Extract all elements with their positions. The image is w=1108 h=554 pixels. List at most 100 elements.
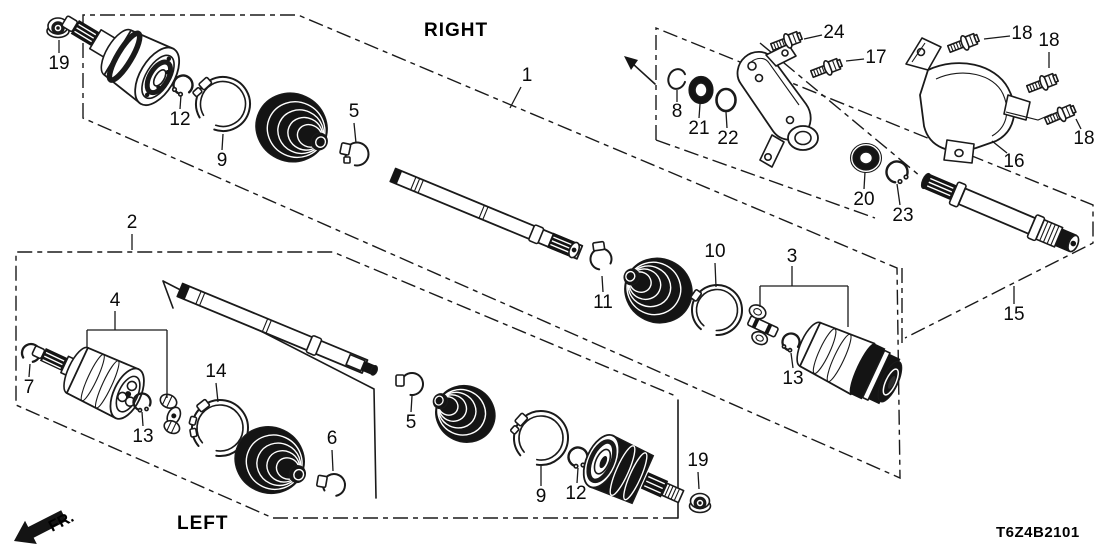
callout-leader-5	[353, 122, 357, 144]
callout-leader-12	[576, 467, 579, 484]
callout-leader-14	[215, 382, 219, 403]
callout-leader-22	[725, 111, 728, 129]
callout-leader-20	[863, 171, 866, 190]
drive-shaft-right	[389, 167, 584, 260]
boot-clamp-right-5	[339, 141, 370, 167]
snap-ring-8	[667, 68, 687, 90]
outer-cv-joint-left	[582, 434, 685, 505]
left-assembly-box	[15, 251, 679, 519]
fr-direction-arrow	[14, 510, 67, 544]
inboard-boot-right	[623, 257, 693, 324]
outboard-boot-right	[255, 92, 328, 163]
snap-ring-left-13	[132, 392, 152, 413]
left-side-label: LEFT	[177, 513, 229, 534]
heat-shield-bracket-16	[905, 37, 1031, 164]
fr-direction-label: FR.	[46, 509, 77, 536]
callout-7: 7	[23, 377, 35, 398]
callout-20: 20	[853, 189, 875, 210]
oil-seal-21	[688, 75, 714, 105]
boot-band-right-10	[690, 284, 743, 336]
mount-bracket	[736, 43, 819, 168]
callout-8: 8	[671, 101, 683, 122]
boot-clamp-left-6	[316, 473, 346, 497]
tripod-spider-right	[747, 304, 779, 346]
callout-1: 1	[521, 65, 533, 86]
callout-leader-23	[896, 183, 901, 206]
boot-band-right-9	[192, 76, 251, 132]
callout-22: 22	[717, 128, 739, 149]
outboard-boot-left	[432, 384, 496, 443]
boot-clamp-left-5	[395, 372, 424, 396]
drive-shaft-left	[176, 282, 378, 376]
assembly-arrow	[624, 56, 656, 85]
callout-18-3: 18	[1073, 128, 1095, 149]
callout-leader-9	[221, 133, 224, 151]
callout-14: 14	[205, 361, 227, 382]
callout-6: 6	[326, 428, 338, 449]
callout-leader-21	[698, 103, 701, 119]
callout-5: 5	[348, 101, 360, 122]
callout-10: 10	[704, 241, 726, 262]
callout-9-2: 9	[535, 486, 547, 507]
bolt-17	[808, 55, 845, 82]
callout-leader-19	[697, 471, 700, 490]
callout-11: 11	[593, 292, 613, 313]
inner-joint-housing-right	[796, 321, 903, 405]
outer-cv-joint-right	[61, 15, 181, 106]
callout-24: 24	[823, 22, 845, 43]
callout-leader-18	[983, 35, 1011, 40]
callout-leader-6	[331, 449, 334, 472]
bracket-box-bottom-edge	[655, 139, 876, 219]
bolt-18-b	[1024, 70, 1061, 97]
bolt-18-a	[945, 30, 982, 57]
callout-leader-18	[1075, 118, 1082, 130]
callout-2: 2	[126, 212, 138, 233]
bolt-alignment-line	[759, 42, 921, 177]
callout-leader-17	[845, 58, 865, 62]
callout-leader-13	[141, 411, 144, 427]
tripod-spider-left	[159, 393, 182, 435]
callout-19-2: 19	[687, 450, 709, 471]
oil-seal-20	[849, 142, 883, 174]
bracket-box-left-edge	[655, 26, 1094, 339]
callout-leader-24	[803, 34, 823, 40]
callout-leader-7	[28, 363, 31, 378]
right-side-label: RIGHT	[424, 20, 489, 41]
callout-5-2: 5	[405, 412, 417, 433]
circlip-23	[885, 160, 909, 185]
callout-19: 19	[48, 53, 70, 74]
bolt-18-c	[1042, 101, 1079, 129]
callout-15: 15	[1003, 304, 1025, 325]
callout-leaders	[28, 34, 1082, 490]
o-ring-22	[715, 87, 737, 113]
boot-band-left-9	[509, 410, 569, 466]
snap-ring-right-13	[781, 332, 801, 353]
callout-17: 17	[865, 47, 887, 68]
callout-leader-11	[601, 275, 604, 293]
callout-3: 3	[786, 246, 798, 267]
right-assembly-box	[82, 14, 901, 480]
callout-12-2: 12	[565, 483, 587, 504]
callout-leader-10	[714, 262, 717, 288]
callout-13: 13	[782, 368, 804, 389]
callout-12: 12	[169, 109, 191, 130]
callout-leader-5	[410, 395, 413, 413]
spindle-nut-left	[688, 492, 712, 514]
callout-18-2: 18	[1038, 30, 1060, 51]
inboard-boot-left	[234, 426, 307, 495]
callout-leader-13	[790, 352, 794, 369]
callout-leader-12	[179, 94, 182, 110]
callout-leader-1	[509, 86, 522, 109]
callout-leader-16	[991, 140, 1008, 154]
inner-joint-left-4	[31, 345, 145, 420]
boot-clamp-right-11	[589, 240, 613, 271]
callout-18: 18	[1011, 23, 1033, 44]
callout-13-2: 13	[132, 426, 154, 447]
callout-21: 21	[688, 118, 710, 139]
diagram-code: T6Z4B2101	[996, 524, 1080, 541]
callout-23: 23	[892, 205, 914, 226]
callout-9: 9	[216, 150, 228, 171]
callout-4: 4	[109, 290, 121, 311]
